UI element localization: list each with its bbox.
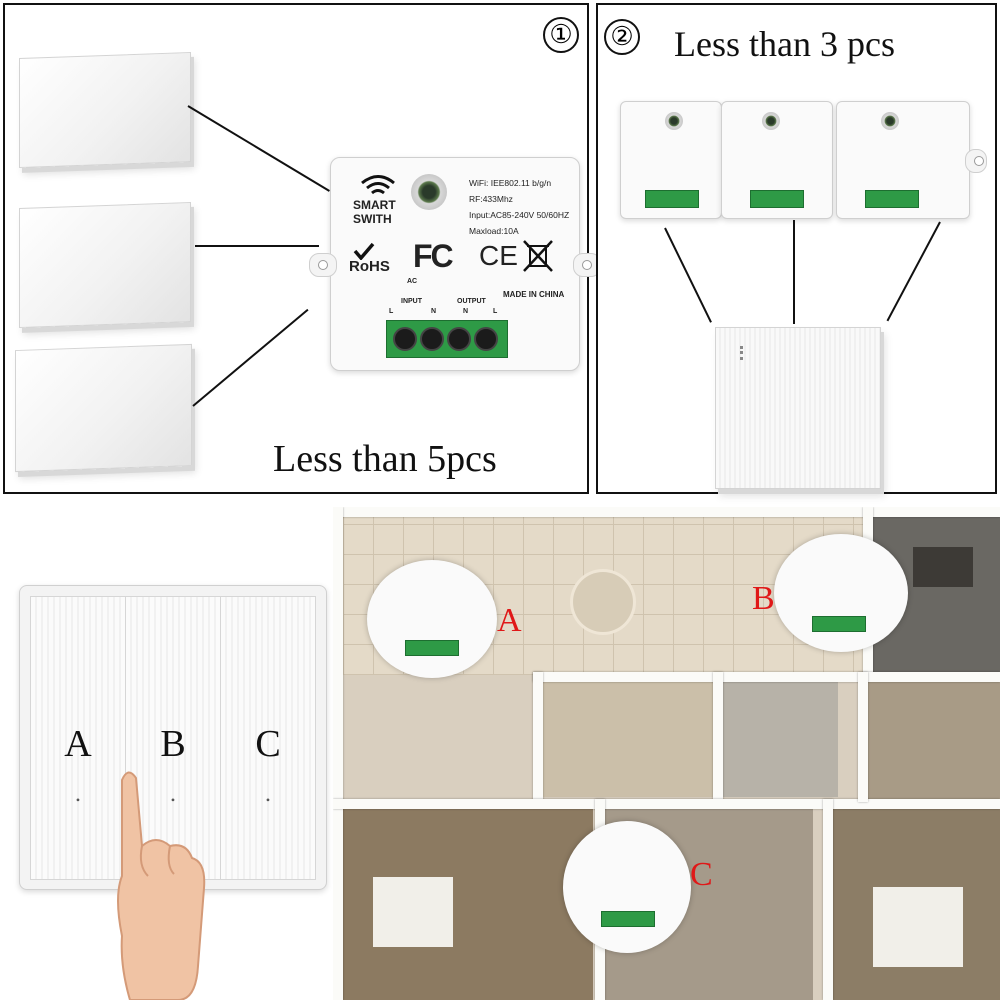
key-label-a: A xyxy=(64,723,92,765)
ac-label: AC xyxy=(407,278,418,285)
link-line-1 xyxy=(187,105,330,192)
key-dot-a: • xyxy=(75,793,81,807)
panel-number-one: ① xyxy=(543,17,579,53)
weee-bin-icon xyxy=(523,240,553,272)
spec-load: Maxload:10A xyxy=(469,226,519,236)
fc-mark: FC xyxy=(413,238,454,274)
panel-one-caption: Less than 5pcs xyxy=(273,438,497,480)
ce-mark: CE xyxy=(479,240,518,271)
mount-ear-left xyxy=(309,253,337,277)
input-label: INPUT xyxy=(401,298,422,305)
switch-key-a[interactable]: A • xyxy=(30,596,126,880)
hall xyxy=(863,677,1000,807)
panel-number-two: ② xyxy=(604,19,640,55)
wifi-icon xyxy=(361,175,395,195)
spec-input: Input:AC85-240V 50/60HZ xyxy=(469,210,570,220)
link-line-5 xyxy=(793,220,795,324)
wall-switch-1 xyxy=(19,51,191,169)
three-gang-switch: A • B • C • xyxy=(19,585,327,890)
wall-switch-single xyxy=(715,327,881,489)
plan-label-b: B xyxy=(752,580,775,617)
rohs-mark: RoHS xyxy=(349,258,390,275)
smart-switch-module: SMART SWITH WiFi: IEE802.11 b/g/n RF:433… xyxy=(309,157,601,371)
pointing-hand-icon xyxy=(117,771,206,1000)
link-line-3 xyxy=(192,308,309,407)
switch-key-c[interactable]: C • xyxy=(220,596,316,880)
module-bubble-c xyxy=(563,821,691,953)
spec-rf: RF:433Mhz xyxy=(469,194,513,204)
key-dot-b: • xyxy=(170,793,176,807)
key-dot-c: • xyxy=(265,793,271,807)
kitchen xyxy=(538,677,718,797)
plan-label-c: C xyxy=(690,856,713,893)
bed-3 xyxy=(873,887,963,967)
terminal-label-l2: L xyxy=(493,308,498,315)
wall-switch-2 xyxy=(19,201,191,329)
small-module-3 xyxy=(836,101,987,219)
module-bubble-a xyxy=(367,560,497,678)
terminal-label-l: L xyxy=(389,308,394,315)
link-line-2 xyxy=(195,245,319,247)
output-label: OUTPUT xyxy=(457,298,486,305)
spec-wifi: WiFi: IEE802.11 b/g/n xyxy=(469,178,552,188)
module-bubble-b xyxy=(774,534,908,652)
panel-two: ② Less than 3 pcs xyxy=(596,3,997,494)
terminal-label-n: N xyxy=(431,308,437,315)
bathroom xyxy=(718,677,838,797)
bed-1 xyxy=(373,877,453,947)
status-led xyxy=(411,174,447,210)
module-brand-line1: SMART xyxy=(353,198,396,212)
small-module-2 xyxy=(721,101,833,219)
module-brand-line2: SWITH xyxy=(353,212,392,226)
small-module-1 xyxy=(620,101,722,219)
dining-table xyxy=(573,572,633,632)
panel-one: ① SMART SWITH WiFi: IEE802.11 b/g/n RF:4… xyxy=(3,3,601,494)
key-label-b: B xyxy=(160,723,186,765)
made-in-label: MADE IN CHINA xyxy=(503,290,565,299)
terminal-block xyxy=(386,320,508,358)
plan-label-a: A xyxy=(497,602,522,639)
panel-two-caption: Less than 3 pcs xyxy=(674,24,895,64)
wall-switch-3 xyxy=(15,343,192,473)
key-label-c: C xyxy=(255,723,281,765)
terminal-label-n2: N xyxy=(463,308,469,315)
link-line-6 xyxy=(886,221,941,322)
link-line-4 xyxy=(664,227,712,323)
sofa xyxy=(913,547,973,587)
checkmark-icon xyxy=(353,242,375,260)
